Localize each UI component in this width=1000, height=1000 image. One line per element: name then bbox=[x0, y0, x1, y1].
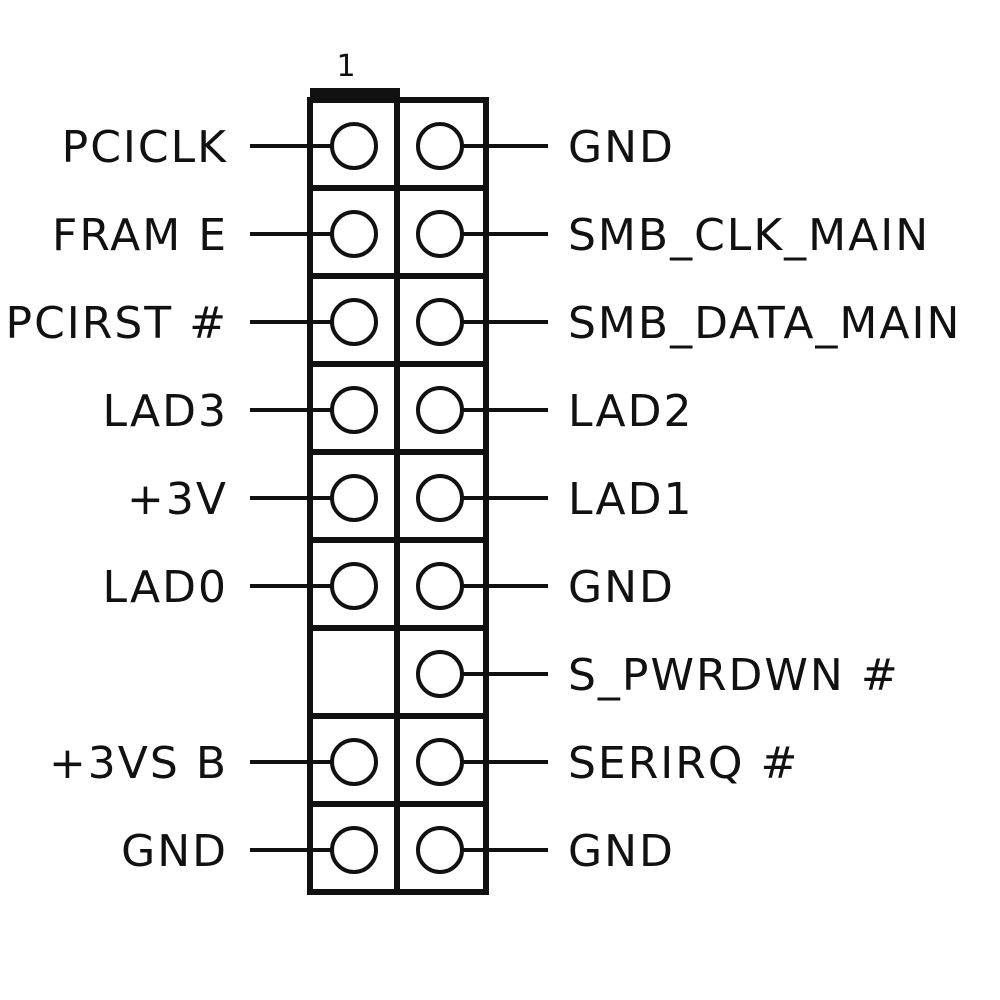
pin-hole-right bbox=[416, 210, 464, 258]
pin-label-right: SMB_CLK_MAIN bbox=[568, 210, 930, 261]
pin-label-right: GND bbox=[568, 122, 675, 173]
pin-hole-right bbox=[416, 738, 464, 786]
pin-hole-left bbox=[330, 386, 378, 434]
pin-hole-right bbox=[416, 386, 464, 434]
pin-hole-left bbox=[330, 562, 378, 610]
pin-hole-left bbox=[330, 210, 378, 258]
pin-label-right: GND bbox=[568, 826, 675, 877]
pin-label-right: SERIRQ # bbox=[568, 738, 799, 789]
pin-label-right: LAD1 bbox=[568, 474, 694, 525]
pin-hole-left bbox=[330, 474, 378, 522]
pin-label-left: FRAM E bbox=[52, 210, 228, 261]
pin-label-right: S_PWRDWN # bbox=[568, 650, 900, 701]
pin-hole-right bbox=[416, 826, 464, 874]
pin-label-left: LAD0 bbox=[103, 562, 229, 613]
pin-label-right: LAD2 bbox=[568, 386, 694, 437]
pin-hole-left bbox=[330, 298, 378, 346]
pin-label-right: GND bbox=[568, 562, 675, 613]
pin-one-label: 1 bbox=[336, 49, 357, 84]
pin-hole-left bbox=[330, 122, 378, 170]
pin-label-left: PCIRST # bbox=[6, 298, 228, 349]
pin-hole-right bbox=[416, 122, 464, 170]
pin-hole-right bbox=[416, 562, 464, 610]
pin-label-left: +3V bbox=[127, 474, 228, 525]
pin-label-left: GND bbox=[121, 826, 228, 877]
pin-hole-right bbox=[416, 298, 464, 346]
pin-label-left: +3VS B bbox=[49, 738, 228, 789]
pin-hole-right bbox=[416, 474, 464, 522]
pin-cell-left bbox=[307, 625, 400, 719]
pin-hole-left bbox=[330, 738, 378, 786]
pin-label-left: LAD3 bbox=[103, 386, 229, 437]
header-outline bbox=[307, 97, 489, 895]
pin-label-left: PCICLK bbox=[62, 122, 228, 173]
pin-hole-left bbox=[330, 826, 378, 874]
pin-label-right: SMB_DATA_MAIN bbox=[568, 298, 961, 349]
pin-hole-right bbox=[416, 650, 464, 698]
